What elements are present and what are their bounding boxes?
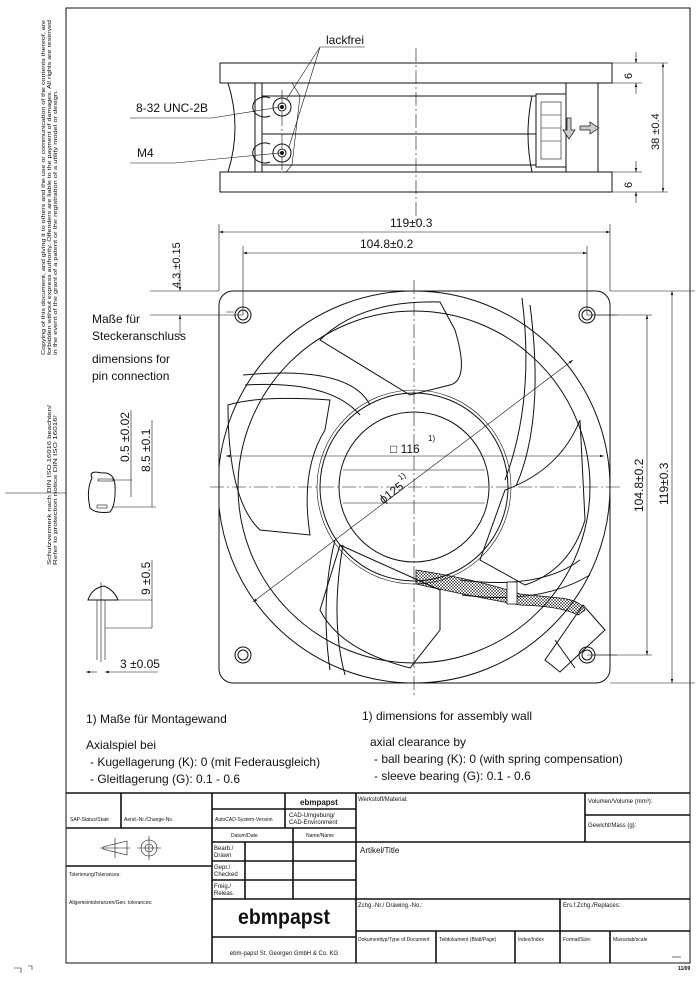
mounting-holes: [226, 306, 617, 664]
cable-tie: [506, 581, 518, 605]
pin-label-de: Steckeranschluss: [92, 329, 186, 343]
label-drawing-no: Zchg.-Nr./ Drawing.-No.:: [358, 903, 423, 909]
top-view: 6 6 38 ±0.4 lackfrei 8-32 UNC-2B M4: [130, 33, 668, 222]
label-scale: Massstab/scale: [613, 937, 648, 943]
page-frame: [65, 7, 691, 964]
footnote-marker: 1): [396, 471, 407, 483]
pin-label-en: pin connection: [92, 369, 169, 383]
dim-height: 38 ±0.4: [650, 113, 662, 150]
dim-width: 119±0.3: [390, 216, 433, 230]
label-lackfrei: lackfrei: [326, 33, 364, 47]
label-volume: Volumen/Volume (mm³):: [588, 799, 653, 805]
label-name: Name/Name: [306, 833, 334, 839]
label-drawn: Drawn: [214, 853, 231, 859]
dim-pin-thickness: 0.5 ±0.02: [118, 412, 132, 462]
label-material: Werkstoff/Material:: [358, 797, 408, 803]
note-en: axial clearance by: [370, 735, 466, 749]
title-block: ebmpapst SAP-Status/State Aend.-Nr./Chan…: [66, 792, 690, 972]
note-en: - sleeve bearing (G): 0.1 - 0.6: [374, 769, 531, 783]
footnote-marker: 1): [428, 434, 435, 443]
note-de: - Gleitlagerung (G): 0.1 - 0.6: [90, 772, 240, 786]
label-cad-env: CAD-Environment: [289, 820, 338, 826]
label-thread: 8-32 UNC-2B: [136, 101, 208, 115]
protection-line: Refer to protection notice DIN ISO 16016…: [53, 415, 59, 565]
label-change-no: Aend.-Nr./Change-No.: [124, 817, 173, 823]
note-de: Axialspiel bei: [86, 738, 156, 752]
label-m4: M4: [137, 146, 154, 160]
copyright-line: in the event of the grant of a patent or…: [53, 90, 59, 355]
note-de: - Kugellagerung (K): 0 (mit Federausglei…: [90, 755, 320, 769]
projection-symbol-icon: [100, 836, 161, 860]
protection-line: Schutzvermerk nach DIN ISO 16016 beachte…: [47, 404, 53, 565]
dim-flange-top: 6: [623, 73, 635, 79]
label-released: Freig./: [214, 884, 231, 890]
copyright-notice: Copying of this document, and giving it …: [41, 20, 59, 355]
label-released: Releas.: [214, 891, 235, 897]
label-autocad-version: AutoCAD-System-Version: [215, 817, 273, 823]
copyright-line: forbidden without express authority. Off…: [47, 20, 53, 355]
dim-v-width: 119±0.3: [657, 462, 671, 505]
ebmpapst-logo: ebmpapst: [238, 906, 330, 929]
label-sap-status: SAP-Status/State: [70, 817, 109, 823]
note-en: - ball bearing (K): 0 (with spring compe…: [374, 752, 623, 766]
note-en: 1) dimensions for assembly wall: [362, 709, 532, 723]
protection-notice: Schutzvermerk nach DIN ISO 16016 beachte…: [47, 404, 59, 565]
dim-flange-bottom: 6: [623, 182, 635, 188]
label-index: Index/Index: [518, 937, 544, 943]
label-mass: Gewicht/Mass (g):: [588, 823, 637, 829]
label-cad-env: CAD-Umgebung/: [289, 813, 335, 819]
dim-v-hole-spacing: 104.8±0.2: [632, 458, 646, 512]
label-page: Teildokument (Blatt/Page): [439, 937, 497, 943]
label-drawn: Bearb./: [214, 846, 234, 852]
label-checked: Gepr./: [214, 865, 231, 871]
corner-mark: [14, 965, 33, 973]
label-format: Format/Size:: [563, 937, 591, 943]
dim-pin-diameter: 3 ±0.05: [120, 657, 160, 671]
dim-pin-head: 9 ±0.5: [139, 561, 153, 595]
dim-square: □ 116: [390, 442, 420, 456]
note-de: 1) Maße für Montagewand: [86, 712, 227, 726]
dim-hole-offset: 4.3 ±0.15: [171, 242, 183, 288]
label-title: Artikel/Title: [360, 846, 400, 855]
connector: [544, 604, 606, 673]
label-gen-tolerances: Allgemeintoleranzen/Gen. tolerances:: [69, 900, 152, 906]
pin-detail: Maße für Steckeranschluss dimensions for…: [86, 312, 186, 674]
form-code: 11/09: [678, 966, 690, 972]
dim-pin-length: 8.5 ±0.1: [139, 428, 153, 472]
label-date: Datum/Date: [231, 833, 258, 839]
label-checked: Checked: [214, 872, 238, 878]
pin-label-de: Maße für: [92, 312, 140, 326]
label-replaces: Ers.f.Zchg./Replaces:: [563, 903, 621, 909]
brand-small: ebmpapst: [300, 798, 338, 807]
company-name: ebm-papst St. Georgen GmbH & Co. KG: [230, 951, 339, 957]
copyright-line: Copying of this document, and giving it …: [41, 20, 47, 355]
label-tolerances: Tolerierung/Tolerances:: [69, 872, 121, 878]
airflow-arrows-icon: [562, 117, 600, 140]
label-doc-type: Dokumenttyp/Type of Document: [358, 937, 430, 943]
notes: 1) Maße für Montagewand Axialspiel bei -…: [86, 709, 623, 786]
pin-label-en: dimensions for: [92, 352, 170, 366]
front-view: 119±0.3 104.8±0.2 4.3 ±0.15 104.8±0.2 11…: [150, 216, 695, 695]
dim-hole-spacing: 104.8±0.2: [360, 237, 414, 251]
